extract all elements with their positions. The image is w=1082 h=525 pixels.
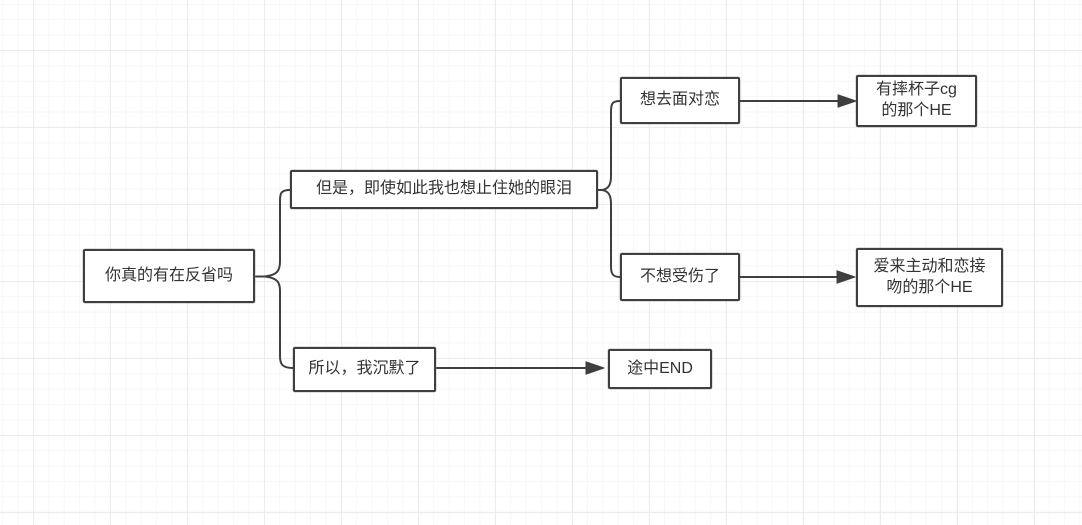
edge-silent-to-midway-end[interactable] bbox=[436, 361, 605, 375]
node-stop-her-tears[interactable]: 但是，即使如此我也想止住她的眼泪 bbox=[290, 170, 598, 209]
node-midway-end[interactable]: 途中END bbox=[608, 349, 712, 389]
edge-root-brace[interactable] bbox=[264, 189, 294, 369]
arrow-head-icon bbox=[837, 94, 857, 108]
edge-face-love-to-he-cup[interactable] bbox=[739, 94, 857, 108]
node-he-cup-smash-cg[interactable]: 有摔杯子cg 的那个HE bbox=[856, 75, 977, 127]
arrow-head-icon bbox=[585, 361, 605, 375]
node-he-kiss[interactable]: 爱来主动和恋接 吻的那个HE bbox=[856, 248, 1003, 307]
node-want-to-face-love[interactable]: 想去面对恋 bbox=[620, 77, 740, 124]
edge-no-hurt-to-he-kiss[interactable] bbox=[739, 270, 856, 284]
arrow-head-icon bbox=[836, 270, 856, 284]
node-dont-want-hurt[interactable]: 不想受伤了 bbox=[620, 253, 740, 301]
node-so-i-fell-silent[interactable]: 所以，我沉默了 bbox=[293, 347, 436, 392]
edge-tears-brace[interactable] bbox=[601, 100, 621, 278]
node-question-root[interactable]: 你真的有在反省吗 bbox=[83, 249, 255, 303]
